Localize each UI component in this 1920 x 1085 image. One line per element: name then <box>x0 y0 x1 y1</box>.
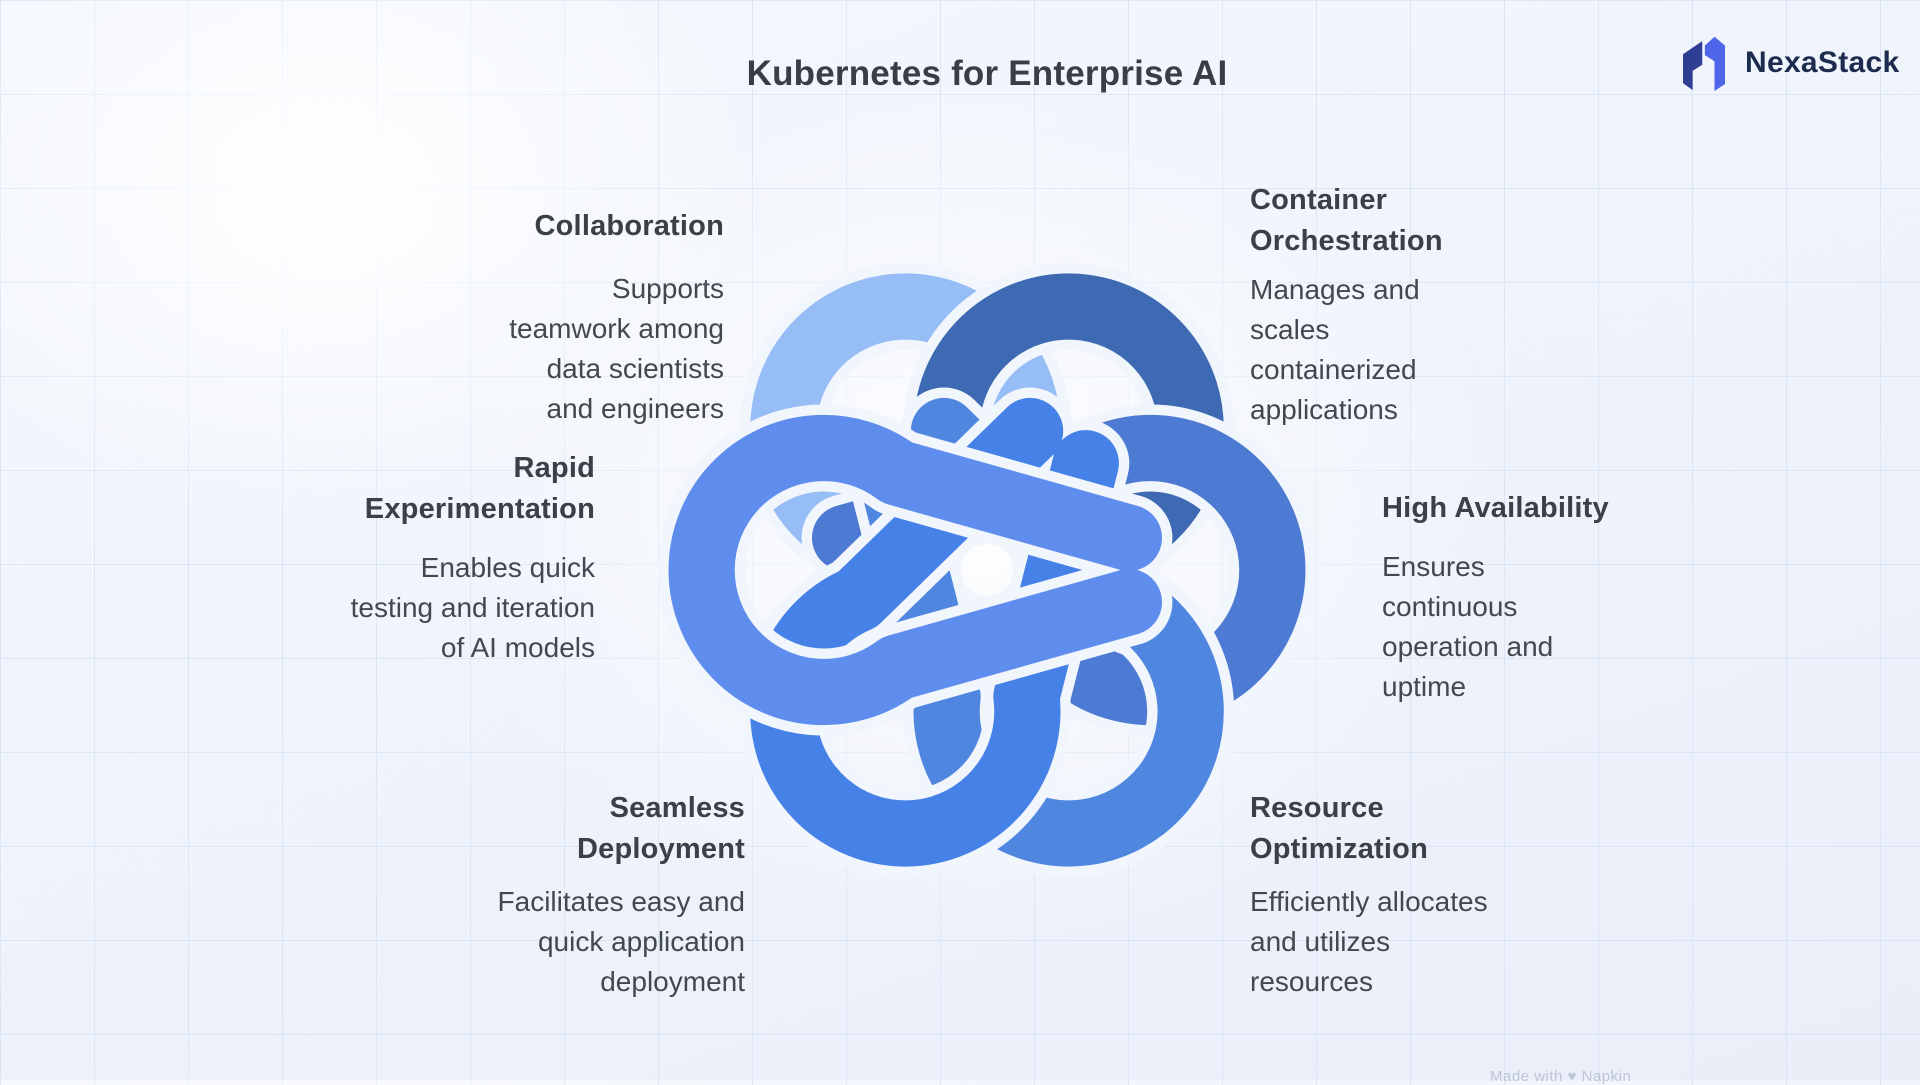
high-availability-heading: High Availability <box>1382 492 1609 524</box>
collaboration-body: Supports teamwork among data scientists … <box>509 273 724 424</box>
section-container-orchestration: Container Orchestration Manages and scal… <box>1250 180 1480 430</box>
resource-optimization-heading: Resource Optimization <box>1250 792 1429 865</box>
nexastack-logo-icon <box>1683 36 1725 91</box>
section-resource-optimization: Resource Optimization Efficiently alloca… <box>1250 788 1500 1002</box>
section-collaboration: Collaboration Supports teamwork among da… <box>504 206 724 429</box>
container-orchestration-body: Manages and scales containerized applica… <box>1250 274 1420 425</box>
seamless-deployment-body: Facilitates easy and quick application d… <box>497 886 745 997</box>
page-title: Kubernetes for Enterprise AI <box>746 54 1228 93</box>
napkin-watermark: Made with ♥ Napkin <box>1490 1068 1632 1085</box>
nexastack-logo-text: NexaStack <box>1745 46 1900 79</box>
section-high-availability: High Availability Ensures continuous ope… <box>1382 488 1662 707</box>
container-orchestration-heading: Container Orchestration <box>1250 184 1443 257</box>
collaboration-heading: Collaboration <box>534 210 724 242</box>
section-rapid-experimentation: Rapid Experimentation Enables quick test… <box>345 448 595 668</box>
resource-optimization-body: Efficiently allocates and utilizes resou… <box>1250 886 1488 997</box>
section-seamless-deployment: Seamless Deployment Facilitates easy and… <box>495 788 745 1002</box>
rapid-experimentation-body: Enables quick testing and iteration of A… <box>350 552 595 663</box>
high-availability-body: Ensures continuous operation and uptime <box>1382 551 1554 702</box>
seamless-deployment-heading: Seamless Deployment <box>577 792 745 865</box>
nexastack-logo: NexaStack <box>1676 34 1899 92</box>
rapid-experimentation-heading: Rapid Experimentation <box>364 452 595 525</box>
